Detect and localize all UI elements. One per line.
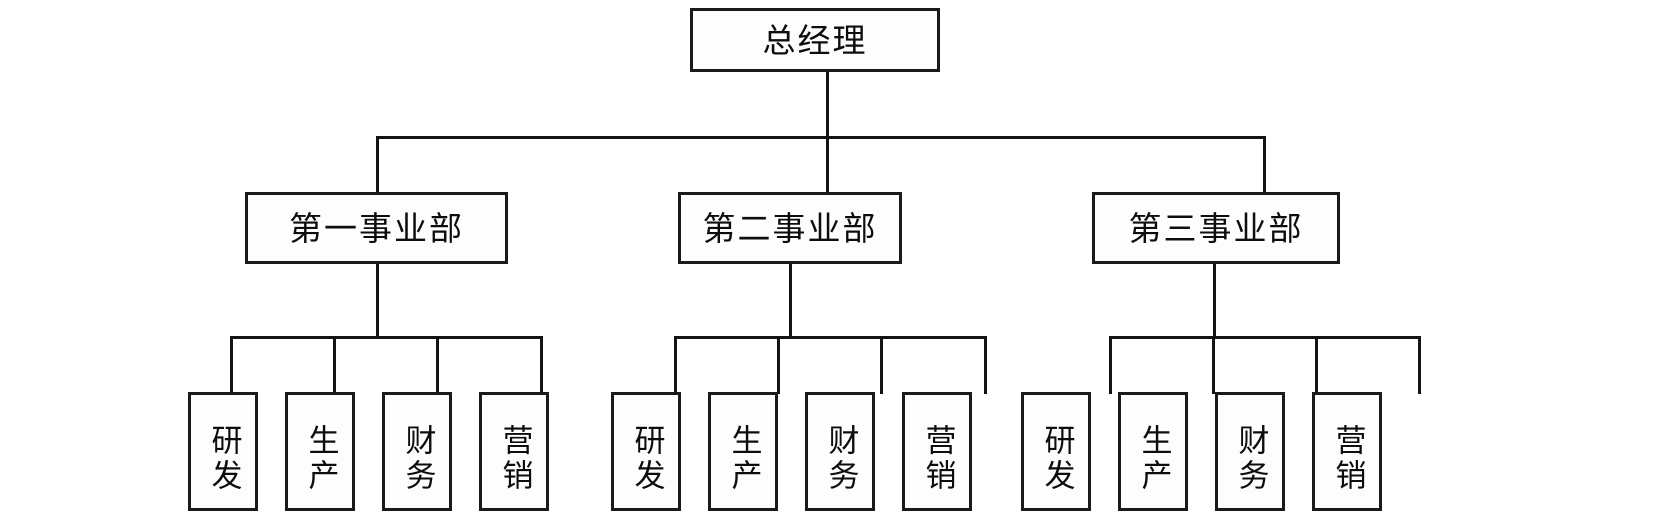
- connector-drop-d1-dept-1: [230, 336, 233, 394]
- node-label: 财务: [399, 423, 436, 494]
- node-d3-dept-marketing[interactable]: 营销: [1312, 392, 1382, 511]
- connector-division-3-bus: [1110, 336, 1421, 339]
- connector-drop-division-2: [826, 136, 829, 194]
- connector-root-stem: [826, 72, 829, 138]
- node-d2-dept-rnd[interactable]: 研发: [611, 392, 681, 511]
- connector-division-3-stem: [1213, 264, 1216, 338]
- node-division-3[interactable]: 第三事业部: [1092, 192, 1340, 264]
- connector-drop-d3-dept-2: [1212, 336, 1215, 394]
- node-division-2[interactable]: 第二事业部: [678, 192, 902, 264]
- connector-drop-d3-dept-4: [1418, 336, 1421, 394]
- connector-drop-d3-dept-3: [1315, 336, 1318, 394]
- connector-drop-division-1: [376, 136, 379, 194]
- node-label: 营销: [919, 423, 956, 494]
- node-d3-dept-production[interactable]: 生产: [1118, 392, 1188, 511]
- node-d2-dept-production[interactable]: 生产: [708, 392, 778, 511]
- node-d2-dept-finance[interactable]: 财务: [805, 392, 875, 511]
- node-d1-dept-rnd[interactable]: 研发: [188, 392, 258, 511]
- connector-drop-d1-dept-3: [436, 336, 439, 394]
- connector-drop-d2-dept-2: [777, 336, 780, 394]
- node-d1-dept-marketing[interactable]: 营销: [479, 392, 549, 511]
- connector-drop-d3-dept-1: [1109, 336, 1112, 394]
- node-label: 第三事业部: [1128, 208, 1304, 248]
- connector-drop-d1-dept-2: [333, 336, 336, 394]
- node-division-1[interactable]: 第一事业部: [245, 192, 508, 264]
- node-d3-dept-finance[interactable]: 财务: [1215, 392, 1285, 511]
- node-label: 总经理: [762, 20, 868, 60]
- node-label: 财务: [1232, 423, 1269, 494]
- node-label: 研发: [1038, 423, 1075, 494]
- connector-divisions-bus: [377, 136, 1266, 139]
- connector-division-2-bus: [675, 336, 987, 339]
- node-label: 营销: [496, 423, 533, 494]
- node-d1-dept-production[interactable]: 生产: [285, 392, 355, 511]
- connector-drop-d2-dept-1: [674, 336, 677, 394]
- node-label: 生产: [302, 423, 339, 494]
- node-d3-dept-rnd[interactable]: 研发: [1021, 392, 1091, 511]
- connector-drop-d2-dept-4: [984, 336, 987, 394]
- connector-drop-division-3: [1263, 136, 1266, 194]
- node-label: 生产: [725, 423, 762, 494]
- node-label: 生产: [1135, 423, 1172, 494]
- node-label: 研发: [628, 423, 665, 494]
- node-label: 研发: [205, 423, 242, 494]
- node-d2-dept-marketing[interactable]: 营销: [902, 392, 972, 511]
- node-label: 第二事业部: [702, 208, 878, 248]
- connector-division-1-bus: [231, 336, 543, 339]
- node-label: 财务: [822, 423, 859, 494]
- connector-division-2-stem: [789, 264, 792, 338]
- node-label: 第一事业部: [289, 208, 464, 248]
- node-d1-dept-finance[interactable]: 财务: [382, 392, 452, 511]
- connector-drop-d2-dept-3: [880, 336, 883, 394]
- connector-division-1-stem: [376, 264, 379, 338]
- node-label: 营销: [1329, 423, 1366, 494]
- connector-drop-d1-dept-4: [540, 336, 543, 394]
- node-general-manager[interactable]: 总经理: [690, 8, 940, 72]
